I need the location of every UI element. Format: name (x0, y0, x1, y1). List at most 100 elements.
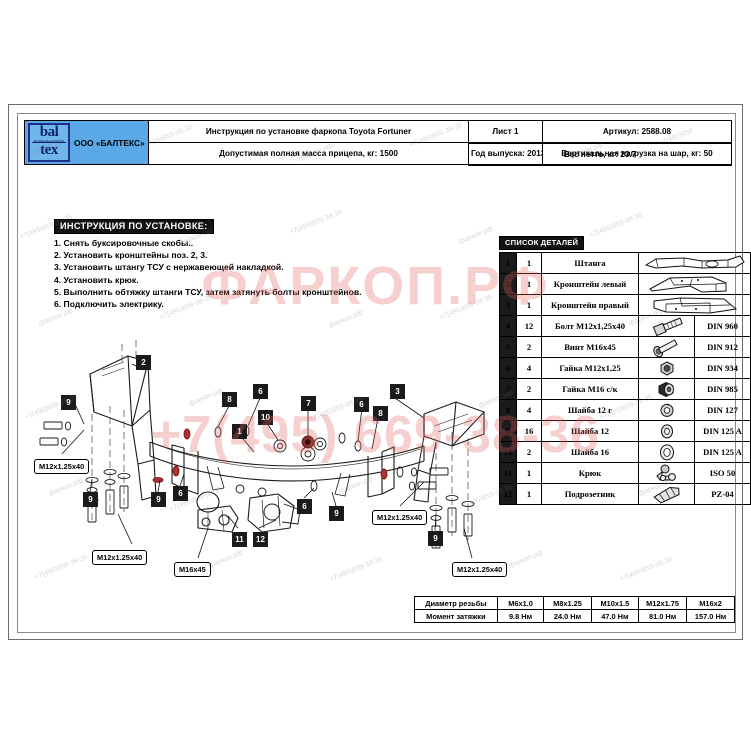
position-tag: 9 (151, 492, 166, 507)
instruction-step: 3. Установить штангу ТСУ с нержавеющей н… (54, 262, 284, 273)
position-tag: 7 (301, 396, 316, 411)
part-name: Гайка M16 с/к (541, 378, 639, 400)
torque-value: 81.0 Нм (638, 609, 688, 623)
position-tag: 10 (258, 410, 273, 425)
table-row: 8 4 Шайба 12 г DIN 127 (499, 399, 751, 421)
table-row: 5 2 Винт M16x45 D (499, 336, 751, 358)
max-trailer-mass: Допустимая полная масса прицепа, кг: 150… (148, 142, 469, 165)
tightening-torque-label: Момент затяжки (414, 609, 498, 623)
table-row: 10 2 Шайба 16 DIN 125 A (499, 441, 751, 463)
document-title: Инструкция по установке фаркопа Toyota F… (148, 120, 469, 143)
position-tag: 9 (83, 492, 98, 507)
sheet-number: Лист 1 (468, 120, 543, 143)
instruction-step: 6. Подключить электрику. (54, 299, 164, 310)
thread-size: M12x1.75 (638, 596, 688, 610)
position-tag: 1 (232, 424, 247, 439)
header-table: bal St. Petersburg Russia tex ООО «БАЛТЕ… (24, 120, 732, 165)
part-din: DIN 912 (694, 336, 751, 358)
part-qty: 4 (516, 357, 542, 379)
bolt-icon (638, 315, 695, 337)
part-din: PZ-04 (694, 483, 751, 505)
part-qty: 1 (516, 273, 542, 295)
part-qty: 2 (516, 441, 542, 463)
instructions-list: 1. Снять буксировочные скобы.. 2. Устано… (54, 237, 474, 310)
part-number: 8 (499, 399, 517, 421)
nut-icon (638, 357, 695, 379)
part-din: DIN 125 A (694, 420, 751, 442)
part-din: DIN 127 (694, 399, 751, 421)
position-tag: 9 (61, 395, 76, 410)
bracket-left-icon (638, 273, 751, 295)
washer-big-icon (638, 441, 695, 463)
instruction-step: 4. Установить крюк. (54, 274, 139, 285)
parts-list-title: СПИСОК ДЕТАЛЕЙ (499, 235, 585, 250)
part-number: 4 (499, 315, 517, 337)
bracket-right-icon (638, 294, 751, 316)
position-tag: 12 (253, 532, 268, 547)
baltex-logo: bal St. Petersburg Russia tex (28, 122, 70, 163)
torque-value: 9.8 Нм (496, 609, 545, 623)
part-name: Крюк (541, 462, 639, 484)
article-number: Артикул: 2588.08 (542, 120, 732, 143)
lock-nut-icon (638, 378, 695, 400)
fastener-callout: M12x1.25x40 (34, 459, 90, 474)
part-qty: 1 (516, 462, 542, 484)
part-name: Болт M12x1,25x40 (541, 315, 639, 337)
instruction-step: 5. Выполнить обтяжку штанги ТСУ, затем з… (54, 286, 362, 297)
logo-subtitle: St. Petersburg Russia (32, 138, 66, 144)
part-name: Гайка M12x1,25 (541, 357, 639, 379)
installation-instructions: ИНСТРУКЦИЯ ПО УСТАНОВКЕ: 1. Снять буксир… (54, 216, 474, 310)
title-block: bal St. Petersburg Russia tex ООО «БАЛТЕ… (24, 120, 732, 166)
fastener-callout: M16x45 (174, 562, 211, 577)
company-name: ООО «БАЛТЕКС» (74, 137, 145, 148)
document-inner-frame: bal St. Petersburg Russia tex ООО «БАЛТЕ… (17, 113, 751, 633)
drawbar-icon (638, 252, 751, 274)
torque-value: 24.0 Нм (543, 609, 592, 623)
position-tag: 9 (329, 506, 344, 521)
part-name: Кронштейн правый (541, 294, 639, 316)
part-qty: 2 (516, 336, 542, 358)
part-name: Подрозетник (541, 483, 639, 505)
part-qty: 12 (516, 315, 542, 337)
torque-value: 47.0 Нм (590, 609, 640, 623)
washer-icon (638, 420, 695, 442)
tow-ball-icon (638, 462, 695, 484)
position-tag: 2 (136, 355, 151, 370)
fastener-callout: M12x1.25x40 (372, 510, 428, 525)
torque-value: 157.0 Нм (686, 609, 735, 623)
part-name: Шайба 12 (541, 420, 639, 442)
part-number: 9 (499, 420, 517, 442)
fastener-callout: M12x1.25x40 (452, 562, 508, 577)
screw-icon (638, 336, 695, 358)
part-number: 1 (499, 252, 517, 274)
part-number: 5 (499, 336, 517, 358)
logo-line-1: bal (39, 123, 59, 140)
table-row: 6 4 Гайка M12x1,25 DIN 934 (499, 357, 751, 379)
position-tag: 11 (232, 532, 247, 547)
fastener-callout: M12x1.25x40 (92, 550, 148, 565)
parts-table: 1 1 Штанга 2 1 (499, 252, 751, 505)
part-name: Штанга (541, 252, 639, 274)
thread-size: M10x1.5 (590, 596, 640, 610)
table-row: 1 1 Штанга (499, 252, 751, 274)
washer-grower-icon (638, 399, 695, 421)
part-din: DIN 985 (694, 378, 751, 400)
part-qty: 1 (516, 252, 542, 274)
part-din: DIN 960 (694, 315, 751, 337)
table-row: 2 1 Кронштейн левый (499, 273, 751, 295)
part-number: 10 (499, 441, 517, 463)
table-row: 3 1 Кронштейн правый (499, 294, 751, 316)
position-tag: 3 (390, 384, 405, 399)
thread-size: M16x2 (686, 596, 735, 610)
part-number: 3 (499, 294, 517, 316)
table-row: 12 1 Подрозетник PZ-04 (499, 483, 751, 505)
position-tag: 8 (373, 406, 388, 421)
table-row: 7 2 Гайка M16 с/к DIN 985 (499, 378, 751, 400)
table-row: 9 16 Шайба 12 DIN 125 A (499, 420, 751, 442)
part-qty: 4 (516, 399, 542, 421)
part-din: ISO 50 (694, 462, 751, 484)
net-weight: Вес нетто, кг: 23.7 (468, 143, 732, 166)
socket-mount-icon (638, 483, 695, 505)
instructions-title: ИНСТРУКЦИЯ ПО УСТАНОВКЕ: (54, 218, 214, 234)
torque-values-table: Диаметр резьбы M6x1.0 M8x1.25 M10x1.5 M1… (414, 596, 735, 623)
